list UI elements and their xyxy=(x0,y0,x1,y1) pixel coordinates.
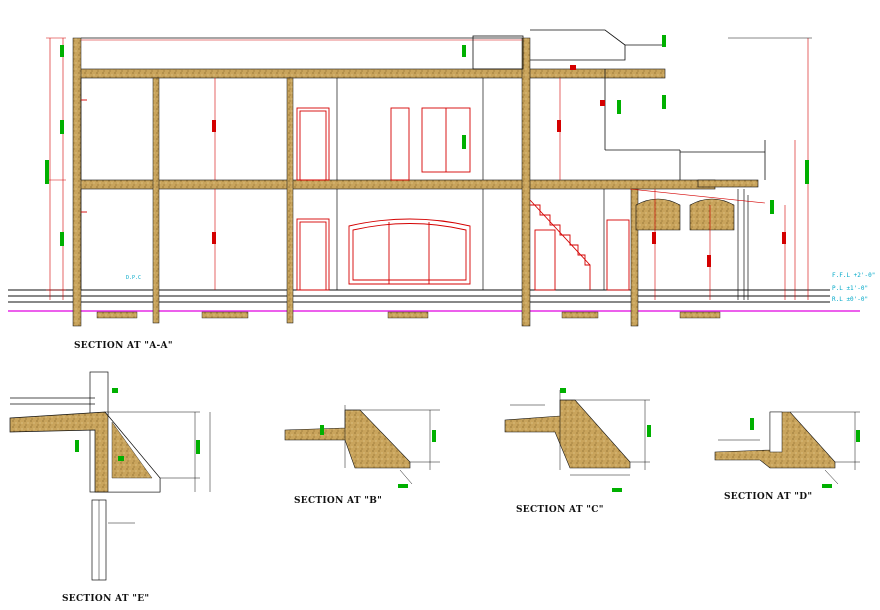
staircase xyxy=(529,199,591,290)
wall-lines xyxy=(80,78,749,300)
section-d-title: SECTION AT "D" xyxy=(724,492,813,502)
porch-canopy-slab xyxy=(697,179,759,188)
level-pl-label: P.L ±1'-0" xyxy=(832,285,869,292)
columns xyxy=(72,37,639,327)
dpc-label: D.P.C xyxy=(126,275,142,281)
dimension-text-marks xyxy=(45,35,809,246)
first-floor-slab xyxy=(74,179,716,190)
roof-slab xyxy=(74,68,666,79)
openings xyxy=(81,99,630,291)
level-ffl-label: F.F.L +2'-0" xyxy=(832,272,876,279)
section-b-detail xyxy=(284,405,440,488)
upper-walls xyxy=(81,29,766,180)
ground-lines xyxy=(8,289,830,303)
section-e-detail xyxy=(9,371,211,581)
section-d-detail xyxy=(714,411,860,488)
section-c-detail xyxy=(504,388,651,492)
section-a-a-title: SECTION AT "A-A" xyxy=(74,341,173,351)
section-e-title: SECTION AT "E" xyxy=(62,594,150,604)
section-c-title: SECTION AT "C" xyxy=(516,505,604,515)
porch-arches xyxy=(629,188,766,231)
section-a-a-elevation xyxy=(8,29,860,327)
footings xyxy=(96,311,721,319)
section-b-title: SECTION AT "B" xyxy=(294,496,383,506)
dimension-callouts xyxy=(212,65,786,267)
level-rl-label: R.L ±0'-0" xyxy=(832,296,869,303)
